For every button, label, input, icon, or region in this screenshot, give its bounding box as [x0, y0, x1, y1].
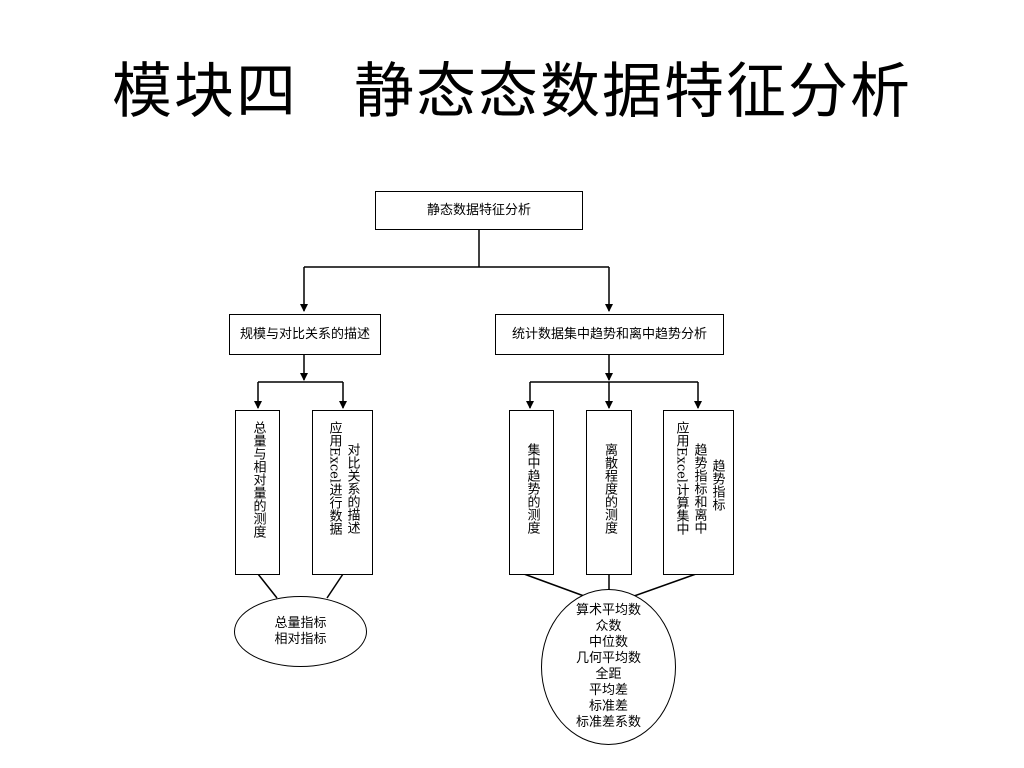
connector-left-oval-b	[326, 573, 344, 599]
node-central-dispersion: 统计数据集中趋势和离中趋势分析	[495, 314, 724, 355]
node-excel-calc-col2: 趋势指标和离中	[691, 443, 707, 534]
node-central-dispersion-label: 统计数据集中趋势和离中趋势分析	[511, 326, 707, 342]
slide-title: 模块四静态态数据特征分析	[0, 52, 1024, 132]
node-total-relative-measure: 总量与相对量的测度	[235, 410, 280, 575]
connector-right-oval-c	[633, 573, 697, 597]
oval-right-line-7: 标准差	[588, 699, 628, 714]
node-root-label: 静态数据特征分析	[426, 202, 531, 218]
oval-right-line-8: 标准差系数	[575, 715, 641, 730]
oval-right-line-2: 众数	[595, 619, 622, 634]
oval-total-relative-indicators: 总量指标 相对指标	[234, 596, 367, 667]
node-dispersion: 离散程度的测度	[586, 410, 632, 575]
node-excel-comparison: 对比关系的描述 应用Excel进行数据	[312, 410, 373, 575]
node-scale-comparison: 规模与对比关系的描述	[229, 314, 381, 355]
oval-right-line-3: 中位数	[588, 635, 628, 650]
connector-left-oval-a	[257, 573, 278, 599]
node-central-tendency-col1: 集中趋势的测度	[524, 443, 540, 534]
node-excel-comparison-col1: 对比关系的描述	[344, 443, 360, 534]
oval-left-line-1: 总量指标	[274, 615, 327, 631]
node-central-tendency: 集中趋势的测度	[509, 410, 554, 575]
title-topic: 静态态数据特征分析	[354, 57, 912, 127]
oval-right-line-4: 几何平均数	[575, 651, 641, 666]
oval-right-line-1: 算术平均数	[575, 603, 641, 618]
oval-right-line-5: 全距	[595, 667, 622, 682]
node-total-relative-measure-col1: 总量与相对量的测度	[250, 421, 266, 538]
oval-statistical-measures: 算术平均数 众数 中位数 几何平均数 全距 平均差 标准差 标准差系数	[541, 589, 676, 745]
node-excel-calc-col1: 趋势指标	[709, 459, 725, 511]
node-scale-comparison-label: 规模与对比关系的描述	[239, 326, 370, 342]
node-excel-calc: 趋势指标 趋势指标和离中 应用Excel计算集中	[663, 410, 734, 575]
connector-right-oval-a	[523, 573, 585, 597]
oval-right-line-6: 平均差	[588, 683, 628, 698]
oval-left-line-2: 相对指标	[274, 631, 327, 647]
node-root: 静态数据特征分析	[375, 191, 583, 230]
node-excel-comparison-col2: 应用Excel进行数据	[326, 421, 342, 535]
node-dispersion-col1: 离散程度的测度	[602, 443, 617, 534]
node-excel-calc-col3: 应用Excel计算集中	[673, 421, 689, 535]
title-module: 模块四	[112, 57, 298, 127]
